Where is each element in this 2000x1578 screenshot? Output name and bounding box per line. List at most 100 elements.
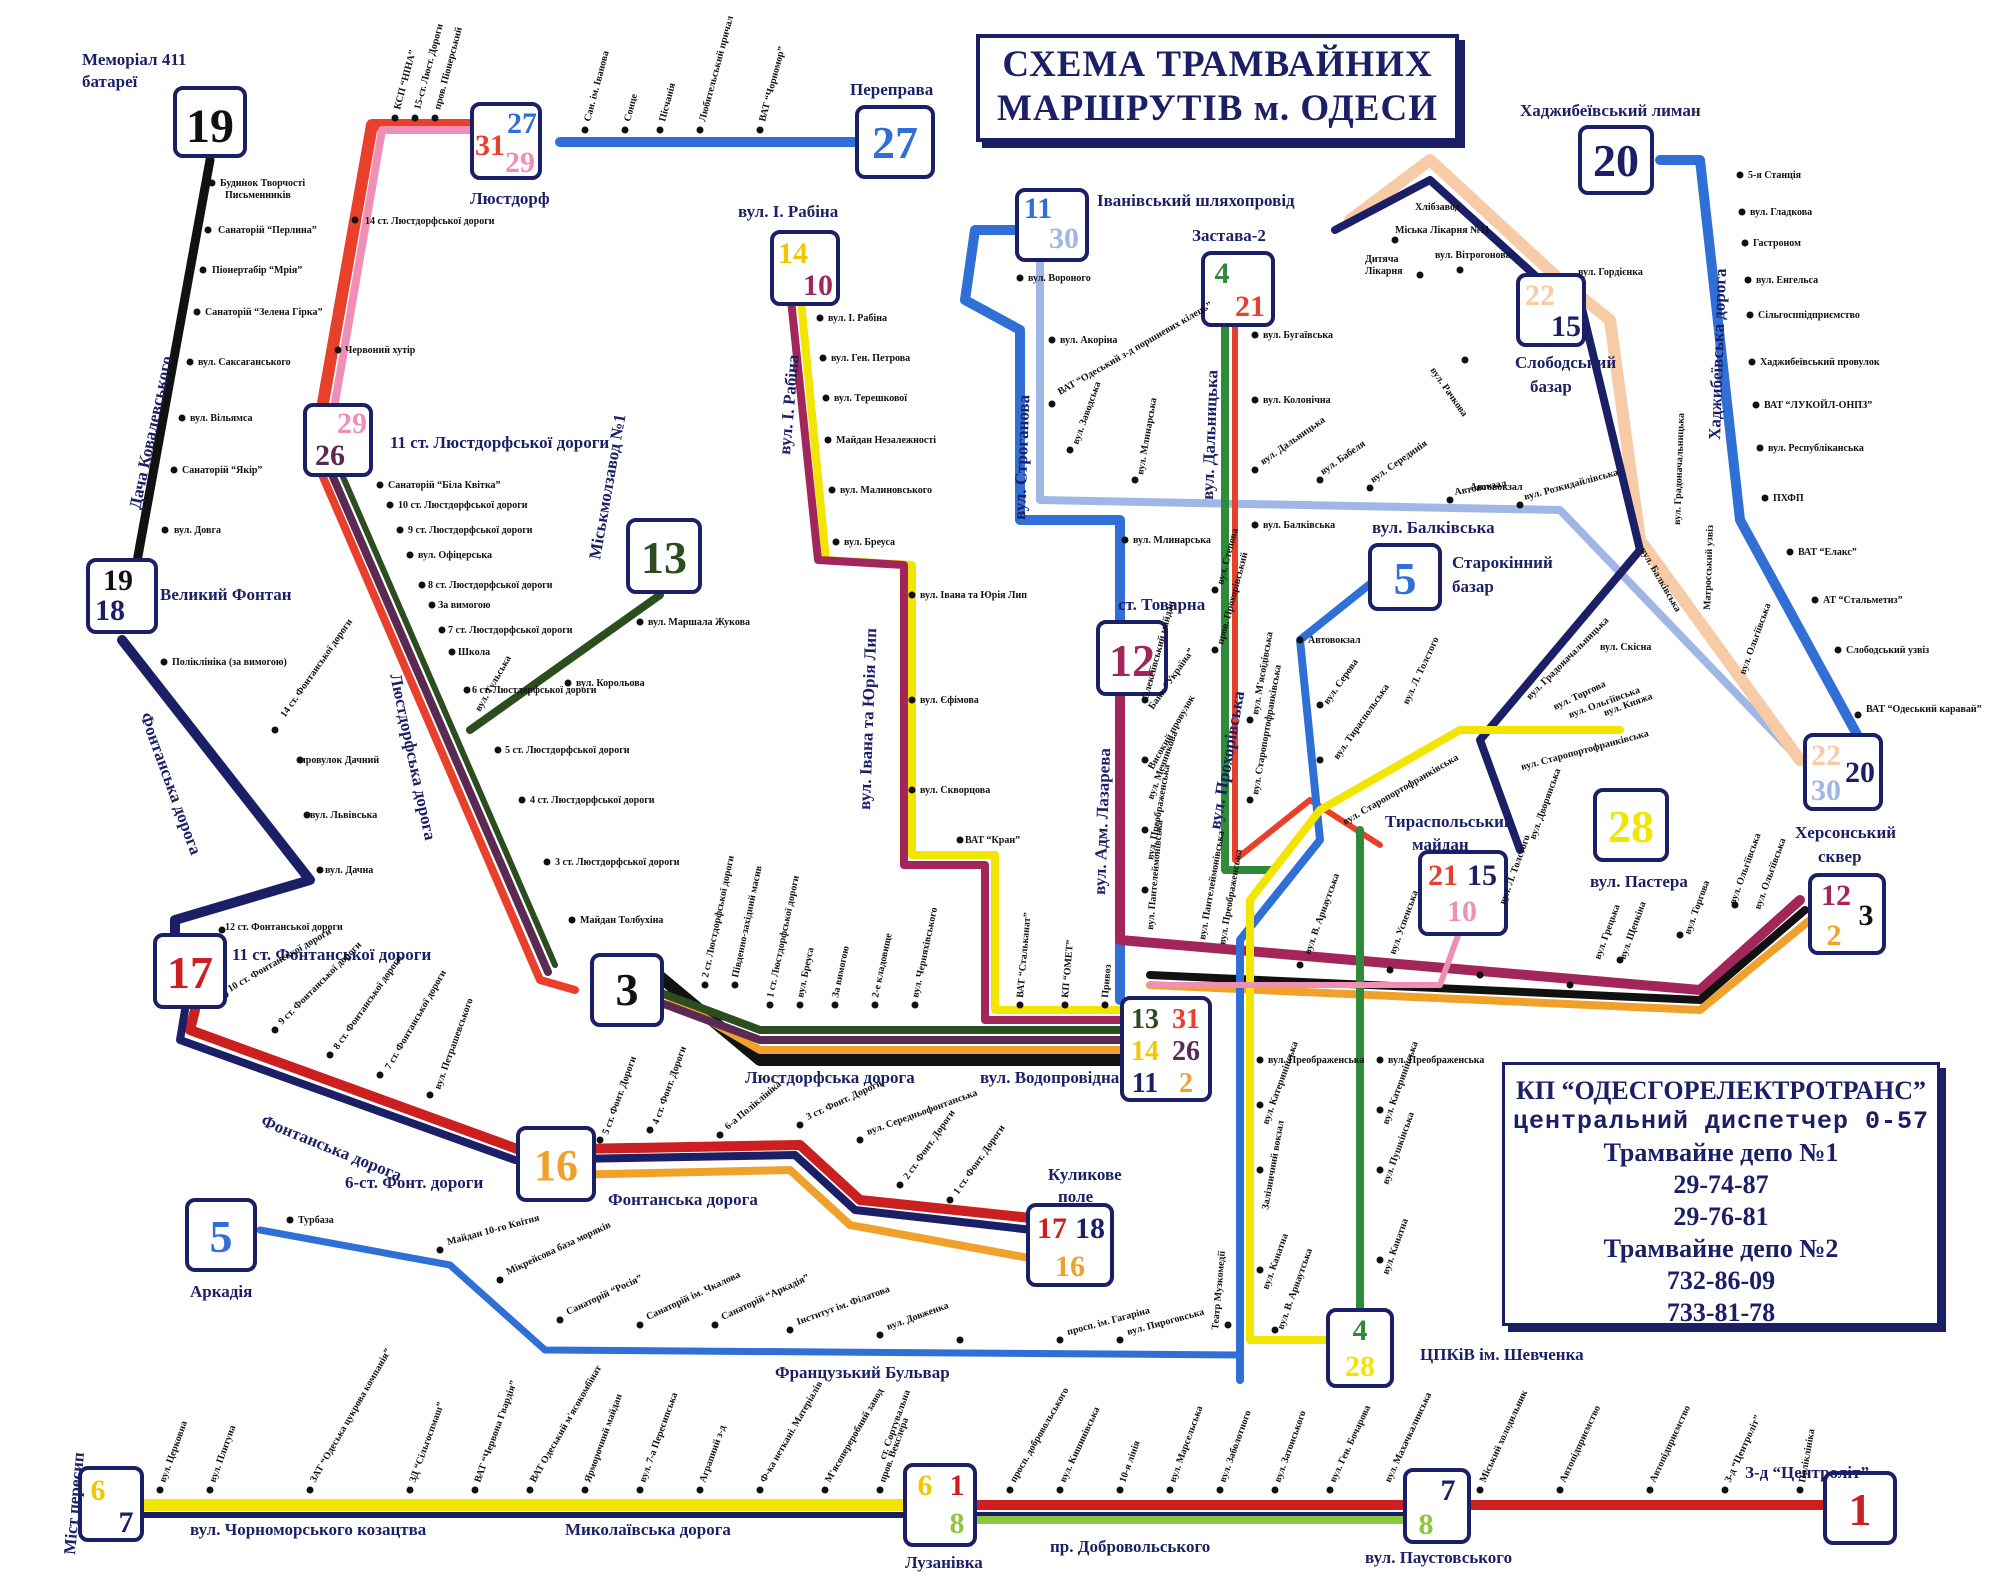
- route-number: 12: [1821, 879, 1851, 912]
- place-label: ЦПКіВ ім. Шевченка: [1420, 1345, 1584, 1364]
- stop-label: Школа: [458, 647, 490, 658]
- stop-label: вул. Балківська: [1263, 520, 1335, 531]
- route-13b-line: [636, 981, 1124, 1034]
- place-label: Старокінний: [1452, 553, 1553, 572]
- route-number: 13: [1131, 1004, 1159, 1035]
- stop-label: 14 ст. Фонтанської дороги: [278, 617, 355, 720]
- stop-label: Хлібзавод: [1415, 202, 1460, 213]
- route-18b-line: [176, 1006, 1054, 1236]
- place-label: Меморіал 411: [82, 50, 186, 69]
- stop-label: вул. Кишинівська: [1058, 1405, 1103, 1484]
- stop-label: вул. І. Рабіна: [828, 313, 887, 324]
- place-label: Аркадія: [190, 1282, 252, 1301]
- stop-label: вул. Ген. Петрова: [831, 353, 910, 364]
- stop-label: Автовокзал: [1470, 482, 1523, 493]
- stop-label: Хаджибеївський провулок: [1760, 357, 1880, 368]
- route-28-line: [1246, 726, 1624, 1344]
- stop-label: Слободський узвіз: [1846, 645, 1929, 656]
- stop-label: 2 ст. Люстдорфської дороги: [700, 854, 737, 978]
- map-title: СХЕМА ТРАМВАЙНИХ МАРШРУТІВ м. ОДЕСИ: [976, 34, 1459, 142]
- stop-label: Червоний хутір: [345, 345, 416, 356]
- place-label: 6-ст. Фонт. дороги: [345, 1173, 484, 1192]
- route-number: 27: [872, 117, 918, 168]
- stop-label: вул. Республіканська: [1768, 443, 1864, 454]
- route-number: 7: [1441, 1474, 1456, 1507]
- stop-label: 3 ст. Люстдорфської дороги: [555, 857, 680, 868]
- stop-label: 7 ст. Люстдорфської дороги: [448, 625, 573, 636]
- place-label: З-д “Центроліт”: [1745, 1463, 1869, 1482]
- route-number: 4: [1215, 257, 1230, 290]
- stop-label: Турбаза: [298, 1215, 334, 1226]
- stop-label: вул. В. Арнаутська: [1302, 872, 1342, 956]
- place-label: 11 ст. Фонтанської дороги: [232, 945, 432, 964]
- terminal-box-27: [855, 105, 935, 179]
- depot1-phone-2: 29-76-81: [1673, 1202, 1769, 1231]
- stop-label: Дитяча: [1365, 254, 1398, 265]
- place-label: Люстдорфська дорога: [745, 1068, 915, 1087]
- stop-label: вул. Саксаганського: [198, 357, 291, 368]
- stop-label: вул. Градоначальницька: [1672, 413, 1687, 525]
- place-label: Фонтанська дорога: [259, 1111, 406, 1185]
- terminal-box-kulykove: [1026, 1203, 1114, 1287]
- stop-label: вул. Скворцова: [920, 785, 990, 796]
- route-number: 20: [1845, 756, 1875, 789]
- stop-label: ВАТ “Одеський каравай”: [1866, 704, 1982, 715]
- route-number: 22: [1525, 279, 1555, 312]
- route-lustdorf-bundle-3: [337, 467, 558, 968]
- route-30-line: [1036, 236, 1804, 764]
- stop-label: Автопідприємство: [1558, 1404, 1603, 1484]
- route-lustdorf-bundle-1: [316, 466, 579, 994]
- terminal-box-16: [516, 1126, 596, 1202]
- stop-label: Майдан 10-го Квітня: [446, 1212, 541, 1247]
- contact-info-box: КП “ОДЕСГОРЕЛЕКТРОТРАНС” центральний дис…: [1502, 1062, 1940, 1327]
- stop-label: 10-я лінія: [1117, 1439, 1142, 1484]
- route-number: 8: [1419, 1508, 1434, 1541]
- stop-label: вул. Серединія: [1368, 438, 1430, 486]
- route-number: 10: [1447, 895, 1477, 928]
- stop-label: вул. Івана та Юрія Лип: [920, 590, 1027, 601]
- stop-label: вул. Петрашевського: [432, 997, 475, 1091]
- route-number: 21: [1235, 290, 1265, 323]
- place-label: вул. Водопровідна: [980, 1068, 1120, 1087]
- stop-label: вул. Канатна: [1260, 1232, 1290, 1291]
- depot1-phone-1: 29-74-87: [1673, 1170, 1769, 1199]
- stop-label: 14 ст. Люстдорфської дороги: [365, 216, 495, 227]
- route-number: 17: [167, 947, 213, 998]
- place-label: вул. І. Рабіна: [738, 202, 839, 221]
- stop-label: вул. Затонського: [1272, 1409, 1308, 1484]
- stop-label: вул. Бабеля: [1318, 438, 1368, 477]
- route-number: 29: [505, 146, 535, 179]
- stop-label: 8 ст. Люстдорфської дороги: [428, 580, 553, 591]
- stop-label: 5 ст. Люстдорфської дороги: [505, 745, 630, 756]
- stop-label: вул. Вільямса: [190, 413, 253, 424]
- stop-label: ЗАТ “Одеська цукрова компанія”: [308, 1347, 394, 1485]
- terminal-box-5-startok: [1368, 543, 1442, 611]
- stop-label: вул. Гордієнка: [1578, 267, 1643, 278]
- route-13-line: [466, 591, 664, 734]
- stop-label: Поліклініка (за вимогою): [172, 657, 287, 668]
- route-number: 29: [337, 407, 367, 440]
- stop-label: Привоз: [1100, 964, 1114, 998]
- route-number: 19: [103, 564, 133, 597]
- route-number: 15: [1467, 859, 1497, 892]
- stop-label: вул. Ген. Бочарова: [1328, 1404, 1373, 1485]
- stop-label: Санаторій “Якір”: [182, 465, 262, 476]
- route-number: 28: [1345, 1350, 1375, 1383]
- place-label: ст. Товарна: [1118, 595, 1206, 614]
- stop-label: вул. Акорiна: [1060, 335, 1117, 346]
- terminal-box-12: [1096, 620, 1168, 696]
- route-number: 16: [534, 1141, 578, 1190]
- route-2b-line: [1146, 916, 1814, 1014]
- route-11-line: [960, 225, 1125, 1005]
- stop-label: вул. Млинарська: [1135, 397, 1159, 476]
- stop-label: Міський холодильник: [1478, 1388, 1531, 1484]
- place-label: вул. Адм. Лазарева: [1090, 747, 1114, 895]
- stop-label: вул. Довга: [174, 525, 221, 536]
- stop-label: ВАТ “Елакс”: [1798, 547, 1857, 558]
- stop-label: Автовокзал: [1308, 635, 1361, 646]
- place-label: вул. Дальницька: [1198, 369, 1222, 500]
- terminal-box-22-15: [1516, 273, 1586, 347]
- stop-label: Сан. ім. Іванова: [582, 50, 611, 123]
- place-label: Миколаївська дорога: [565, 1520, 731, 1539]
- stop-label: ВАТ “Одеський з-д поршневих кілець”: [1056, 300, 1214, 398]
